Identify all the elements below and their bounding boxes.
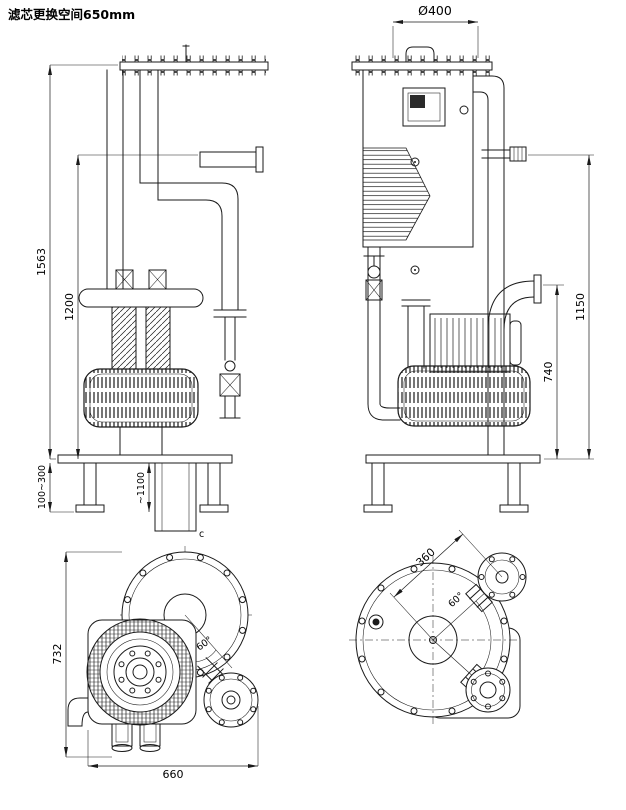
pump-outlet-flange-bolts [205, 674, 257, 726]
side-top-flange [351, 61, 493, 71]
drain-pipe-side [363, 246, 401, 421]
drain-valve [219, 360, 241, 419]
dim-front-leg-range: 100~300 [37, 465, 48, 509]
collection-tank [154, 462, 197, 532]
strainer-basket-front [83, 368, 199, 428]
dim-front-inlet-height: 1200 [63, 293, 76, 321]
louver-panel [362, 147, 431, 241]
plan-view-pump: 60° [67, 546, 259, 752]
pump-left-elbow [67, 697, 89, 727]
return-pipe [472, 75, 505, 456]
lifting-handle [405, 46, 435, 63]
label-c: c [199, 529, 204, 540]
plan-view-tank: 60° 36 [349, 529, 527, 724]
vessel-fitting [459, 105, 469, 115]
tank-nozzle-small [368, 614, 384, 630]
side-outlet-flange [255, 146, 264, 173]
filter-cartridge-left [111, 306, 137, 370]
dim-top-flange-diameter: Ø400 [418, 3, 452, 18]
tank-upper-flange-bolts [478, 556, 526, 598]
base-frame-side [363, 454, 541, 513]
front-dimensions: 1563 1200 100~300 ~1100 c [35, 64, 204, 540]
pump-bolt-circle [118, 650, 162, 694]
dim-plan-depth: 732 [51, 644, 64, 665]
horizontal-pipe [139, 182, 239, 311]
front-top-flange [119, 61, 269, 71]
dim-front-overall-width: ~1100 [136, 472, 147, 504]
sight-glass-window [410, 95, 425, 108]
side-dimensions: Ø400 1150 740 [392, 3, 594, 460]
motor-fins [434, 318, 504, 368]
filter-cartridge-right [145, 306, 171, 370]
pump-diagonal-nozzle [197, 657, 224, 684]
plan-pump-dimensions: 732 660 [51, 551, 259, 781]
tank-lower-flange-bolts [470, 670, 506, 710]
side-elevation-view [351, 46, 542, 513]
dim-front-overall-height: 1563 [35, 248, 48, 276]
pump-pipe-stubs [111, 723, 161, 752]
pump-manifold [78, 269, 204, 308]
base-frame-front [57, 454, 233, 513]
dim-side-outlet-height: 740 [542, 362, 555, 383]
tank-lower-flange [465, 667, 511, 713]
front-elevation-view [57, 44, 269, 532]
front-flange-bolts-top [122, 55, 266, 62]
motor-end-cap [509, 320, 522, 366]
dim-side-pipe-height: 1150 [574, 293, 587, 321]
sight-glass [402, 87, 446, 127]
pump-outlet-flange [203, 672, 259, 728]
front-flange-bolts-bottom [122, 70, 266, 76]
drawing-title: 滤芯更换空间650mm [8, 7, 135, 22]
strainer-basket-side [397, 365, 531, 427]
dim-plan-width: 660 [163, 768, 184, 781]
